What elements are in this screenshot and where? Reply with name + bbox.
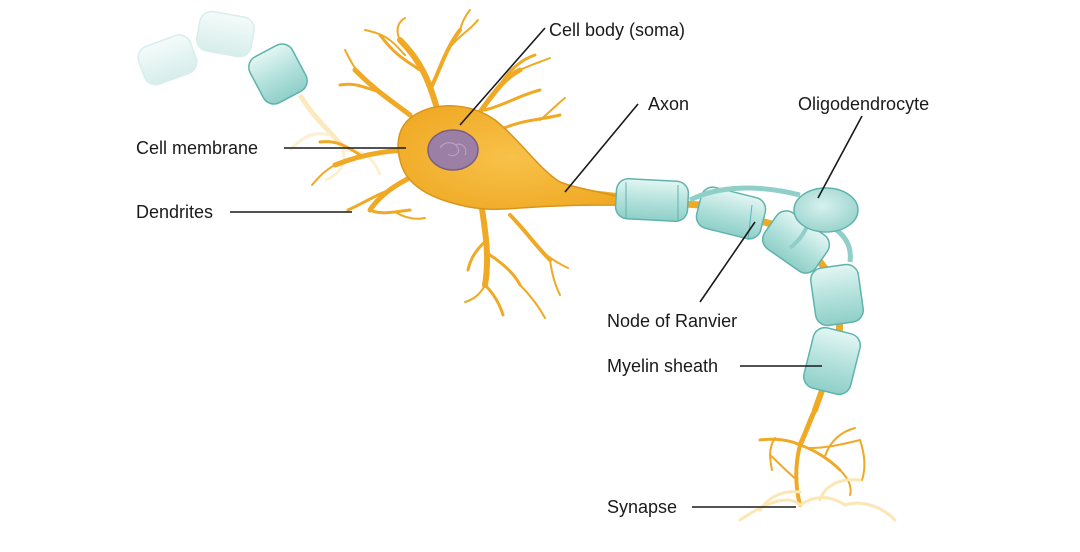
node-of-ranvier-leader [699,221,756,303]
label-myelin-sheath: Myelin sheath [607,356,718,376]
oligodendrocyte [688,185,859,263]
label-axon: Axon [648,94,689,114]
labels: Cell body (soma) Axon Oligodendrocyte Ce… [136,20,929,517]
axon-terminals [758,407,866,507]
oligodendrocyte-leader [817,115,863,199]
label-cell-body: Cell body (soma) [549,20,685,40]
axon-leader [564,103,639,193]
nucleus [427,129,479,171]
myelin-segment [695,186,767,241]
label-dendrites: Dendrites [136,202,213,222]
myelin-segment [803,326,861,396]
leader-lines [230,27,863,508]
label-synapse: Synapse [607,497,677,517]
faded-myelin-segment [137,10,255,86]
label-node-of-ranvier: Node of Ranvier [607,311,737,331]
label-oligodendrocyte: Oligodendrocyte [798,94,929,114]
faded-downstream-dendrites [738,478,897,522]
cell-body-leader [459,27,546,126]
myelin-segment [614,178,690,222]
myelin-segment-upstream [248,43,308,105]
label-cell-membrane: Cell membrane [136,138,258,158]
myelin-segment [810,263,864,327]
